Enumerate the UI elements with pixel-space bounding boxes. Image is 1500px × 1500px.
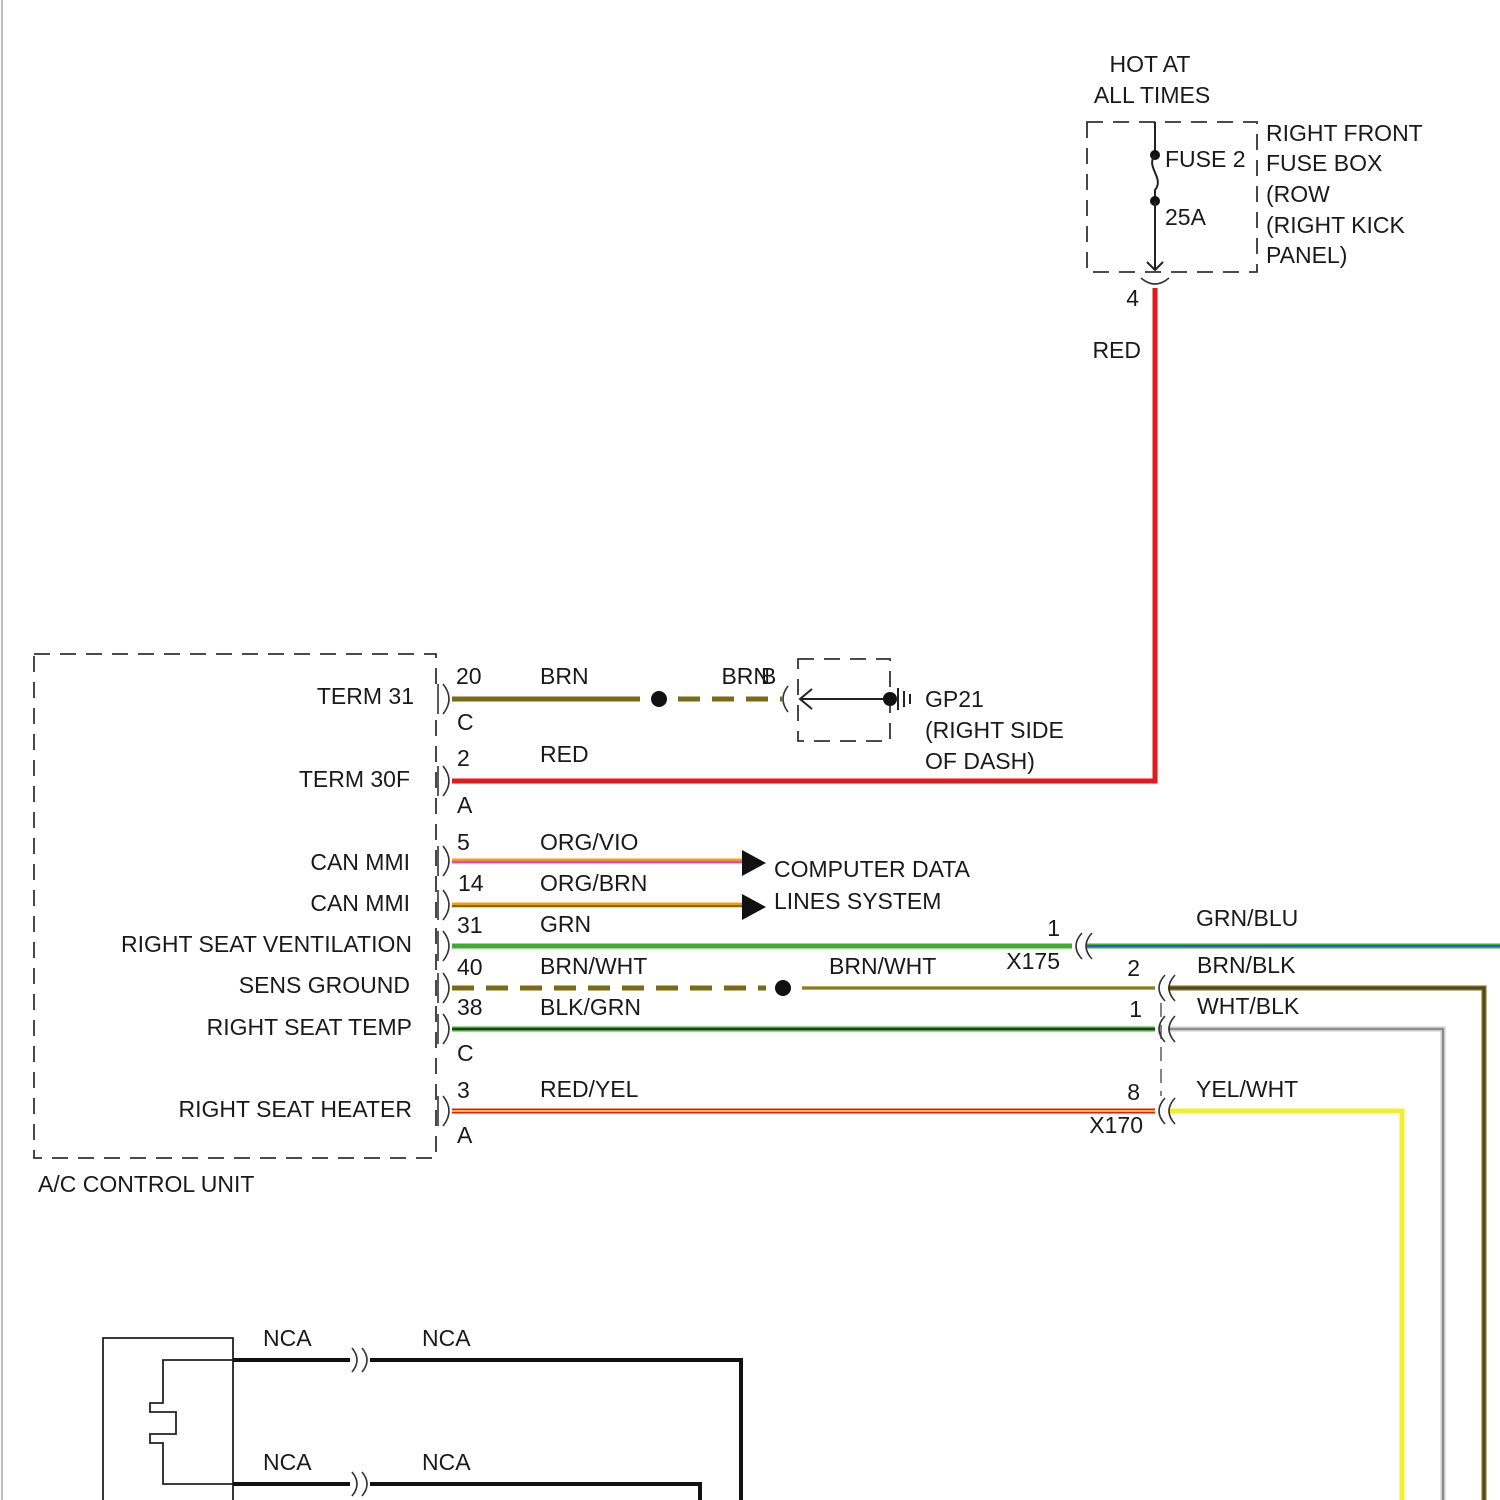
pin-number-2: 2 — [457, 745, 470, 771]
nca-connector-1 — [352, 1348, 367, 1372]
pin-number-31: 31 — [457, 912, 483, 938]
pin-label-term-31: TERM 31 — [317, 683, 414, 709]
x175-out-wire: GRN/BLU — [1196, 905, 1298, 931]
fuse-label: FUSE 2 — [1165, 146, 1246, 172]
sens-ground-splice — [775, 980, 791, 996]
x170-pin-2-number: 2 — [1127, 955, 1140, 981]
connector-pin-14 — [438, 890, 449, 920]
x170-pin-8-number: 8 — [1127, 1079, 1140, 1105]
fuse-box-name-line-2: FUSE BOX — [1266, 150, 1382, 176]
fuse-box-name-line-1: RIGHT FRONT — [1266, 120, 1423, 146]
pin-label-seat-temp: RIGHT SEAT TEMP — [207, 1014, 412, 1040]
fuse-symbol — [1152, 155, 1158, 201]
wire-label-red-yel: RED/YEL — [540, 1076, 639, 1102]
wire-label-org-vio: ORG/VIO — [540, 829, 638, 855]
x170-wire-wht-blk: WHT/BLK — [1197, 993, 1300, 1019]
pin-number-20: 20 — [456, 663, 482, 689]
nca-label-2-right: NCA — [422, 1449, 471, 1475]
connector-letter-a-1: A — [457, 792, 473, 818]
connector-letter-c-2: C — [457, 1040, 474, 1066]
lower-component-outline — [103, 1338, 233, 1500]
x170-wire-yel-wht: YEL/WHT — [1196, 1076, 1298, 1102]
wire-label-red: RED — [540, 741, 589, 767]
wire-label-org-brn: ORG/BRN — [540, 870, 647, 896]
red-feed-wire — [452, 288, 1155, 781]
pin-label-term-30f: TERM 30F — [299, 766, 410, 792]
pin-label-seat-heater: RIGHT SEAT HEATER — [179, 1096, 412, 1122]
fuse-wire-color: RED — [1092, 337, 1141, 363]
fuse-box-name-line-5: PANEL) — [1266, 242, 1347, 268]
lower-component-element-symbol — [150, 1360, 233, 1484]
ground-connector-b — [783, 686, 788, 712]
nca-label-1-left: NCA — [263, 1325, 312, 1351]
pin-number-5: 5 — [457, 829, 470, 855]
pin-number-3: 3 — [457, 1077, 470, 1103]
connector-pin-5 — [438, 846, 449, 876]
hot-at-label: HOT AT — [1110, 51, 1191, 77]
fuse-box-outline — [1087, 122, 1257, 272]
connector-a-pin-2 — [438, 766, 449, 796]
x175-pin-number: 1 — [1047, 915, 1060, 941]
ground-pin-letter: B — [761, 663, 776, 689]
splice-wire-label: BRN/WHT — [829, 953, 936, 979]
pin-label-can-mmi-1: CAN MMI — [310, 849, 410, 875]
ground-name: GP21 — [925, 686, 984, 712]
connector-c-pin-38 — [438, 1014, 449, 1044]
x170-name: X170 — [1089, 1112, 1143, 1138]
yel-wht-wire — [1168, 1111, 1402, 1500]
data-lines-label-1: COMPUTER DATA — [774, 856, 971, 882]
x175-name: X175 — [1006, 948, 1060, 974]
wire-label-grn: GRN — [540, 911, 591, 937]
x170-wire-brn-blk: BRN/BLK — [1197, 952, 1296, 978]
pin-number-14: 14 — [458, 870, 484, 896]
ground-location-1: (RIGHT SIDE — [925, 717, 1064, 743]
ground-splice — [651, 691, 667, 707]
nca-wire-1-right — [370, 1360, 741, 1500]
ground-location-2: OF DASH) — [925, 748, 1035, 774]
pin-label-seat-ventilation: RIGHT SEAT VENTILATION — [121, 931, 412, 957]
fuse-connector-pin-4 — [1141, 278, 1169, 284]
connector-letter-a-2: A — [457, 1122, 473, 1148]
brn-blk-wire — [1168, 988, 1484, 1500]
wire-label-blk-grn: BLK/GRN — [540, 994, 641, 1020]
brn-blk-wire-stripe — [1168, 988, 1484, 1500]
x170-pin-1-number: 1 — [1129, 996, 1142, 1022]
fuse-rating: 25A — [1165, 204, 1207, 230]
connector-pin-31 — [438, 931, 449, 961]
data-line-arrow-1 — [742, 850, 766, 876]
pin-label-sens-ground: SENS GROUND — [239, 972, 410, 998]
ground-terminal — [883, 692, 897, 706]
wire-label-brn: BRN — [540, 663, 589, 689]
ac-control-unit: A/C CONTROL UNIT TERM 31 TERM 30F CAN MM… — [34, 654, 647, 1197]
control-unit-connectors — [436, 684, 449, 1126]
pin-number-40: 40 — [457, 954, 483, 980]
connector-pin-40 — [438, 973, 449, 1003]
pin-number-38: 38 — [457, 994, 483, 1020]
connector-letter-c-1: C — [457, 709, 474, 735]
wire-label-brn-wht: BRN/WHT — [540, 953, 647, 979]
nca-label-2-left: NCA — [263, 1449, 312, 1475]
fuse-box-name-line-3: (ROW — [1266, 181, 1330, 207]
fuse-pin-number: 4 — [1126, 285, 1139, 311]
data-line-arrow-2 — [742, 894, 766, 920]
connector-a-pin-3 — [438, 1096, 449, 1126]
fuse-box-name-line-4: (RIGHT KICK — [1266, 212, 1406, 238]
lower-component: NCA NCA NCA NCA — [103, 1325, 741, 1500]
nca-connector-2 — [352, 1472, 367, 1496]
nca-label-1-right: NCA — [422, 1325, 471, 1351]
connector-c-pin-20 — [438, 684, 449, 714]
all-times-label: ALL TIMES — [1094, 82, 1210, 108]
control-unit-title: A/C CONTROL UNIT — [38, 1171, 254, 1197]
pin-label-can-mmi-2: CAN MMI — [310, 890, 410, 916]
nca-wire-2-right — [370, 1484, 700, 1500]
fuse-box: HOT AT ALL TIMES RIGHT FRONT FUSE BOX (R… — [1087, 51, 1423, 363]
data-lines-label-2: LINES SYSTEM — [774, 888, 941, 914]
